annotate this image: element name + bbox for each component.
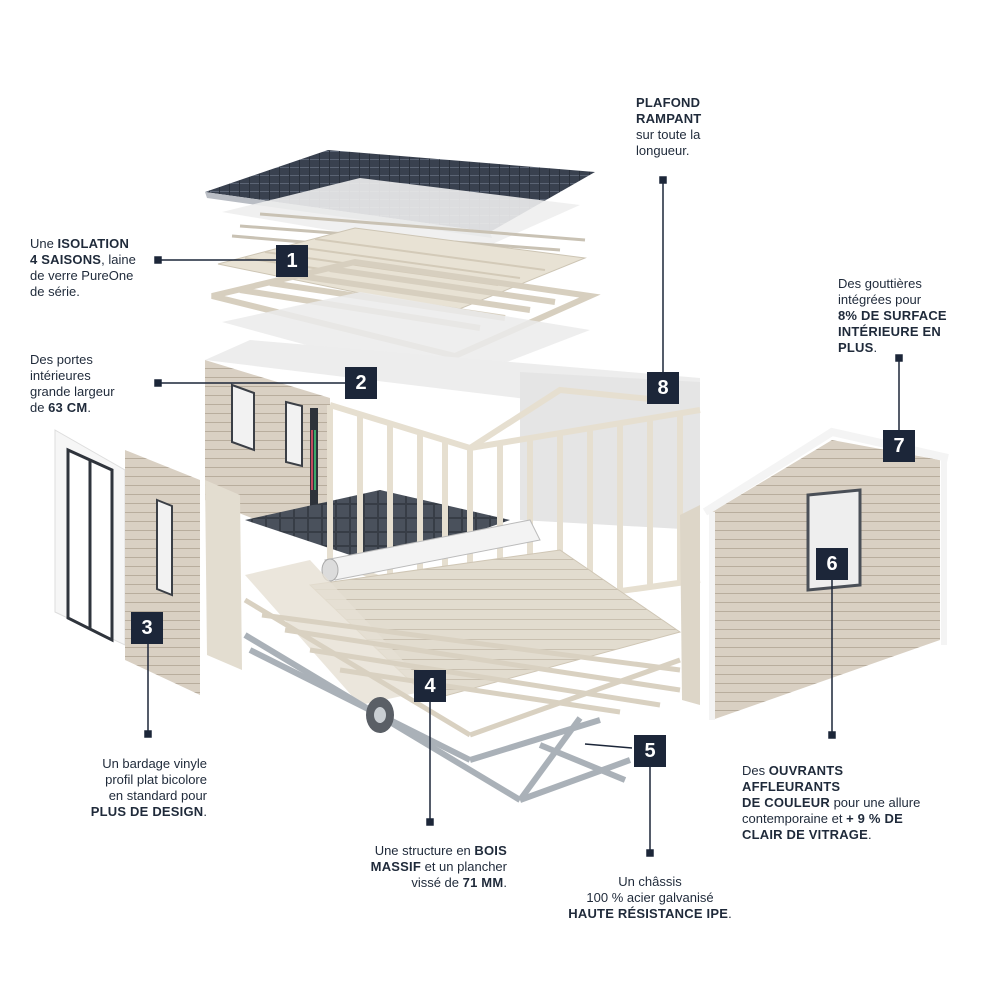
right-end-wall	[680, 427, 949, 720]
badge-5: 5	[634, 735, 666, 767]
badge-8: 8	[647, 372, 679, 404]
callout-text-part: Des	[742, 763, 769, 778]
callout-text-part: .	[203, 804, 207, 819]
roof-membrane	[222, 178, 580, 254]
callout-text-part: .	[873, 340, 878, 355]
callout-text-part: Une	[30, 236, 58, 251]
badge-3: 3	[131, 612, 163, 644]
callout-text-part: .	[728, 906, 732, 921]
callout-text-part: HAUTE RÉSISTANCE IPE	[568, 906, 729, 921]
axle-wheel	[366, 697, 394, 733]
callout-text-part: .	[503, 875, 507, 890]
badge-7: 7	[883, 430, 915, 462]
callout-text-part: 71 MM	[462, 875, 504, 890]
badge-2: 2	[345, 367, 377, 399]
callout-text-part: 63 CM	[48, 400, 88, 415]
rear-walls	[205, 340, 700, 530]
badge-6: 6	[816, 548, 848, 580]
callout-text-part: .	[867, 827, 872, 842]
callout-text-part: PLUS DE DESIGN	[90, 804, 204, 819]
callout-text-part: .	[87, 400, 91, 415]
floor-joists	[243, 597, 681, 738]
callout-text-part: ISOLATION	[57, 236, 130, 251]
membrane-roll	[321, 519, 541, 582]
badge-1: 1	[276, 245, 308, 277]
callout-text-part: Une structure en	[374, 843, 475, 858]
leader-lines	[144, 176, 903, 857]
callout-text-part: 4 SAISONS	[30, 252, 102, 267]
badge-4: 4	[414, 670, 446, 702]
